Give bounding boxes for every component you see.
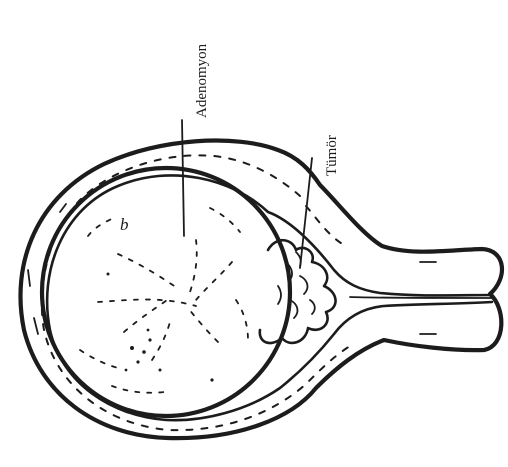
tumor-mass bbox=[260, 240, 336, 343]
adenomyoma-speckles bbox=[107, 273, 214, 382]
adenomyoma-mass bbox=[42, 168, 290, 416]
tumor-texture bbox=[278, 252, 315, 318]
cervical-canal bbox=[350, 297, 492, 298]
adenomyoma-texture bbox=[80, 208, 248, 393]
adenomyosis-leader-line bbox=[182, 120, 184, 236]
adenomyosis-label: Adenomyon bbox=[194, 43, 210, 118]
region-b-label: b bbox=[120, 215, 129, 234]
tumor-label: Tümör bbox=[324, 135, 340, 176]
